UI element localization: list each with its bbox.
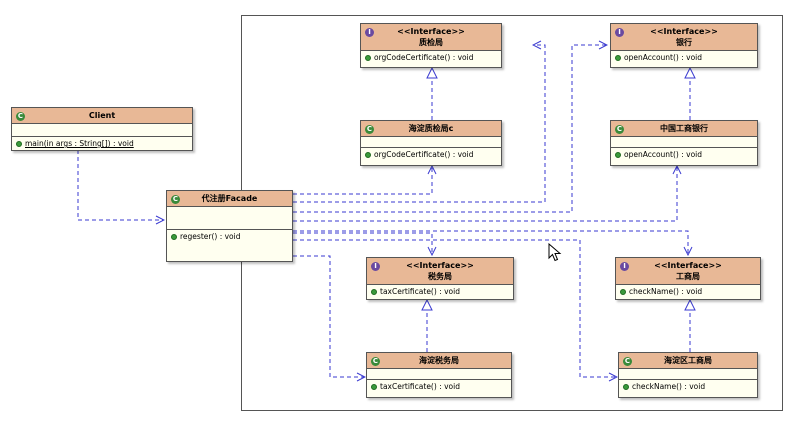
class-bank-impl[interactable]: C 中国工商银行 openAccount() : void	[610, 120, 758, 166]
attributes-section	[619, 369, 757, 380]
method-row[interactable]: taxCertificate() : void	[367, 380, 511, 393]
attributes-section	[12, 124, 192, 137]
interface-name: 税务局	[428, 272, 452, 281]
method-row[interactable]: taxCertificate() : void	[367, 285, 513, 298]
class-tax-impl[interactable]: C 海淀税务局 taxCertificate() : void	[366, 352, 512, 398]
public-method-icon	[365, 55, 371, 61]
class-facade[interactable]: C 代注册Facade regester() : void	[166, 190, 293, 262]
class-icon: C	[171, 195, 180, 204]
interface-tax[interactable]: I <<Interface>> 税务局 taxCertificate() : v…	[366, 257, 514, 300]
class-zhijian-impl[interactable]: C 海淀质检局c orgCodeCertificate() : void	[360, 120, 502, 166]
public-method-icon	[623, 384, 629, 390]
dep-facade-bank-impl	[293, 166, 677, 222]
dep-facade-bank-iface	[293, 45, 607, 213]
class-name: 中国工商银行	[660, 124, 708, 133]
interface-icon: I	[620, 262, 629, 271]
mouse-pointer-icon	[548, 243, 562, 262]
public-method-icon	[365, 152, 371, 158]
method-row[interactable]: openAccount() : void	[611, 148, 757, 161]
dep-client-facade	[77, 150, 164, 220]
stereotype-label: <<Interface>>	[654, 261, 722, 270]
class-icon: C	[16, 112, 25, 121]
method-row[interactable]: checkName() : void	[616, 285, 760, 298]
dep-facade-gongshang-impl	[293, 239, 617, 377]
interface-name: 银行	[676, 38, 692, 47]
attributes-section	[361, 137, 501, 148]
public-method-icon	[615, 55, 621, 61]
class-icon: C	[623, 357, 632, 366]
class-name: 海淀区工商局	[664, 356, 712, 365]
class-name: 海淀税务局	[419, 356, 459, 365]
public-method-icon	[371, 289, 377, 295]
dep-facade-tax-impl	[293, 255, 365, 377]
realize-arrowhead-tax	[421, 298, 433, 311]
realize-arrowhead-zhijian	[426, 66, 438, 79]
interface-bank[interactable]: I <<Interface>> 银行 openAccount() : void	[610, 23, 758, 68]
method-row[interactable]: orgCodeCertificate() : void	[361, 148, 501, 161]
attributes-section	[611, 137, 757, 148]
method-row[interactable]: openAccount() : void	[611, 51, 757, 64]
interface-name: 工商局	[676, 272, 700, 281]
realize-arrowhead-gongshang	[684, 298, 696, 311]
stereotype-label: <<Interface>>	[406, 261, 474, 270]
method-row[interactable]: main(in args : String[]) : void	[12, 137, 192, 150]
realize-arrowhead-bank	[684, 66, 696, 79]
dep-facade-gongshang-iface	[293, 230, 688, 255]
public-method-icon	[615, 152, 621, 158]
class-icon: C	[615, 125, 624, 134]
stereotype-label: <<Interface>>	[650, 27, 718, 36]
method-row[interactable]: checkName() : void	[619, 380, 757, 393]
stereotype-label: <<Interface>>	[397, 27, 465, 36]
interface-name: 质检局	[419, 38, 443, 47]
class-client[interactable]: C Client main(in args : String[]) : void	[11, 107, 193, 151]
class-name: 海淀质检局c	[408, 124, 454, 133]
class-icon: C	[365, 125, 374, 134]
class-gongshang-impl[interactable]: C 海淀区工商局 checkName() : void	[618, 352, 758, 398]
public-method-icon	[371, 384, 377, 390]
attributes-section	[367, 369, 511, 380]
class-name: Client	[88, 111, 116, 120]
dep-facade-tax-iface	[293, 232, 432, 255]
interface-gongshang[interactable]: I <<Interface>> 工商局 checkName() : void	[615, 257, 761, 300]
method-row[interactable]: orgCodeCertificate() : void	[361, 51, 501, 64]
interface-icon: I	[371, 262, 380, 271]
dep-facade-zhijian-iface	[293, 45, 546, 203]
interface-icon: I	[365, 28, 374, 37]
public-method-icon	[620, 289, 626, 295]
method-row[interactable]: regester() : void	[167, 230, 292, 243]
attributes-section	[167, 207, 292, 230]
class-icon: C	[371, 357, 380, 366]
interface-zhijian[interactable]: I <<Interface>> 质检局 orgCodeCertificate()…	[360, 23, 502, 68]
public-method-icon	[171, 234, 177, 240]
class-name: 代注册Facade	[201, 194, 258, 203]
interface-icon: I	[615, 28, 624, 37]
dep-facade-zhijian-impl	[293, 166, 432, 195]
public-method-icon	[16, 141, 22, 147]
